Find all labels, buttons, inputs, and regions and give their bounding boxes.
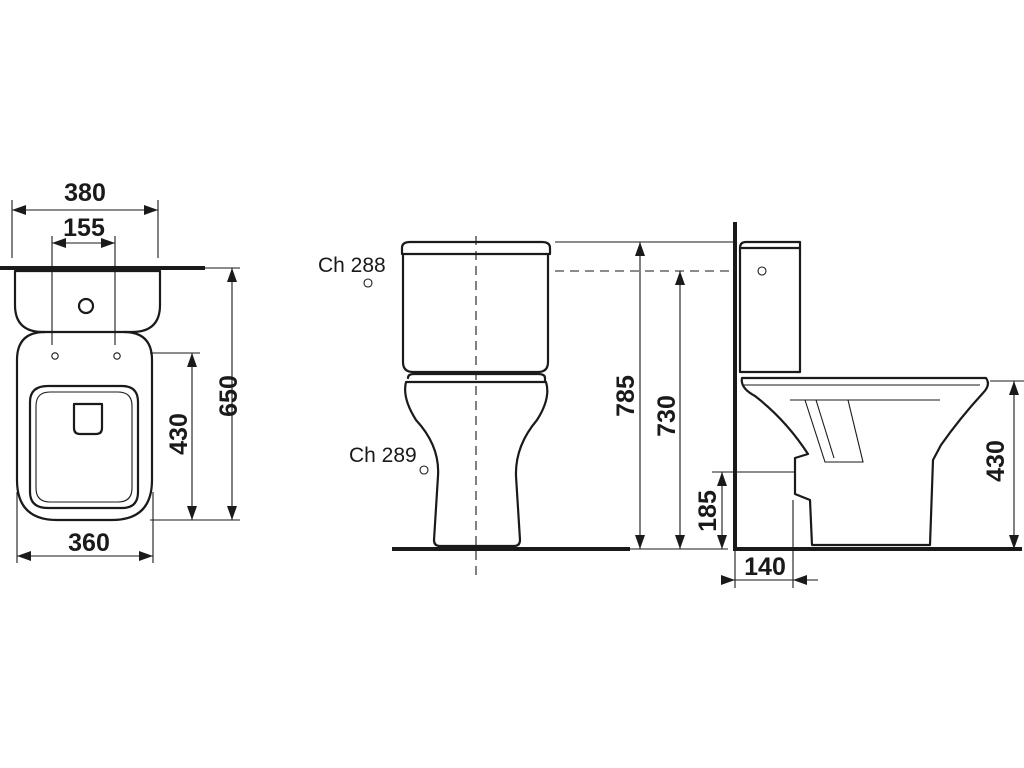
top-view-cistern: [13, 269, 162, 334]
side-inlet-marker-icon: [757, 266, 767, 276]
top-view-inlet-hole: [77, 297, 95, 315]
dim-730-arrow-bottom: [675, 535, 685, 549]
dim-380-arrow-right: [144, 205, 158, 215]
dim-185-arrow-bottom: [717, 535, 727, 549]
dim-155-arrow-left: [52, 238, 66, 248]
dim-650-arrow-top: [227, 268, 237, 282]
dim-side-430-arrow-top: [1009, 381, 1019, 395]
top-view-seat-inner: [35, 391, 133, 503]
side-cistern-lid: [738, 240, 802, 250]
dim-785-label: 785: [612, 375, 640, 417]
dim-140-arrow-left: [721, 575, 735, 585]
top-view: 380 155 650 430 360: [0, 179, 243, 563]
front-view: Ch 288 Ch 289 785 730: [318, 236, 735, 578]
dim-155-arrow-right: [101, 238, 115, 248]
top-view-bowl-opening: [72, 402, 104, 436]
dim-650-arrow-bottom: [227, 506, 237, 520]
top-view-fixing-hole-right: [113, 352, 121, 360]
dim-380-label: 380: [64, 179, 106, 207]
top-view-fixing-hole-left: [51, 352, 59, 360]
side-cistern-body: [738, 246, 802, 374]
front-cistern-lid: [400, 240, 552, 256]
side-trap-inner: [815, 399, 835, 459]
dim-785-arrow-top: [635, 242, 645, 256]
dim-side-430-label: 430: [982, 440, 1010, 482]
dim-650-label: 650: [215, 375, 243, 417]
ch289-label: Ch 289: [349, 444, 417, 467]
ch288-marker-icon: [363, 278, 373, 288]
dim-430-arrow-bottom: [187, 506, 197, 520]
front-cistern-body: [401, 252, 550, 374]
side-trap-outline: [804, 399, 864, 463]
dim-360-arrow-left: [17, 551, 31, 561]
dim-185-label: 185: [694, 490, 722, 532]
front-pan: [404, 380, 549, 548]
dim-360-arrow-right: [139, 551, 153, 561]
dim-730-arrow-top: [675, 271, 685, 285]
ch288-label: Ch 288: [318, 254, 386, 277]
ch289-marker-icon: [419, 465, 429, 475]
top-view-seat: [28, 384, 140, 510]
dim-side-430-arrow-bottom: [1009, 535, 1019, 549]
dim-730-label: 730: [653, 395, 681, 437]
top-view-bowl: [15, 330, 154, 522]
dim-185-arrow-top: [717, 472, 727, 486]
dim-785-arrow-bottom: [635, 535, 645, 549]
dim-430-arrow-top: [187, 353, 197, 367]
side-view: 185 430 140: [694, 222, 1024, 588]
dim-360-label: 360: [68, 529, 110, 557]
dim-380-arrow-left: [12, 205, 26, 215]
side-pan: [740, 376, 990, 547]
dim-430-label: 430: [165, 413, 193, 455]
front-cistern-base: [406, 372, 547, 384]
dim-140-arrow-right: [793, 575, 807, 585]
dim-155-label: 155: [63, 214, 105, 242]
dim-140-label: 140: [744, 553, 786, 581]
